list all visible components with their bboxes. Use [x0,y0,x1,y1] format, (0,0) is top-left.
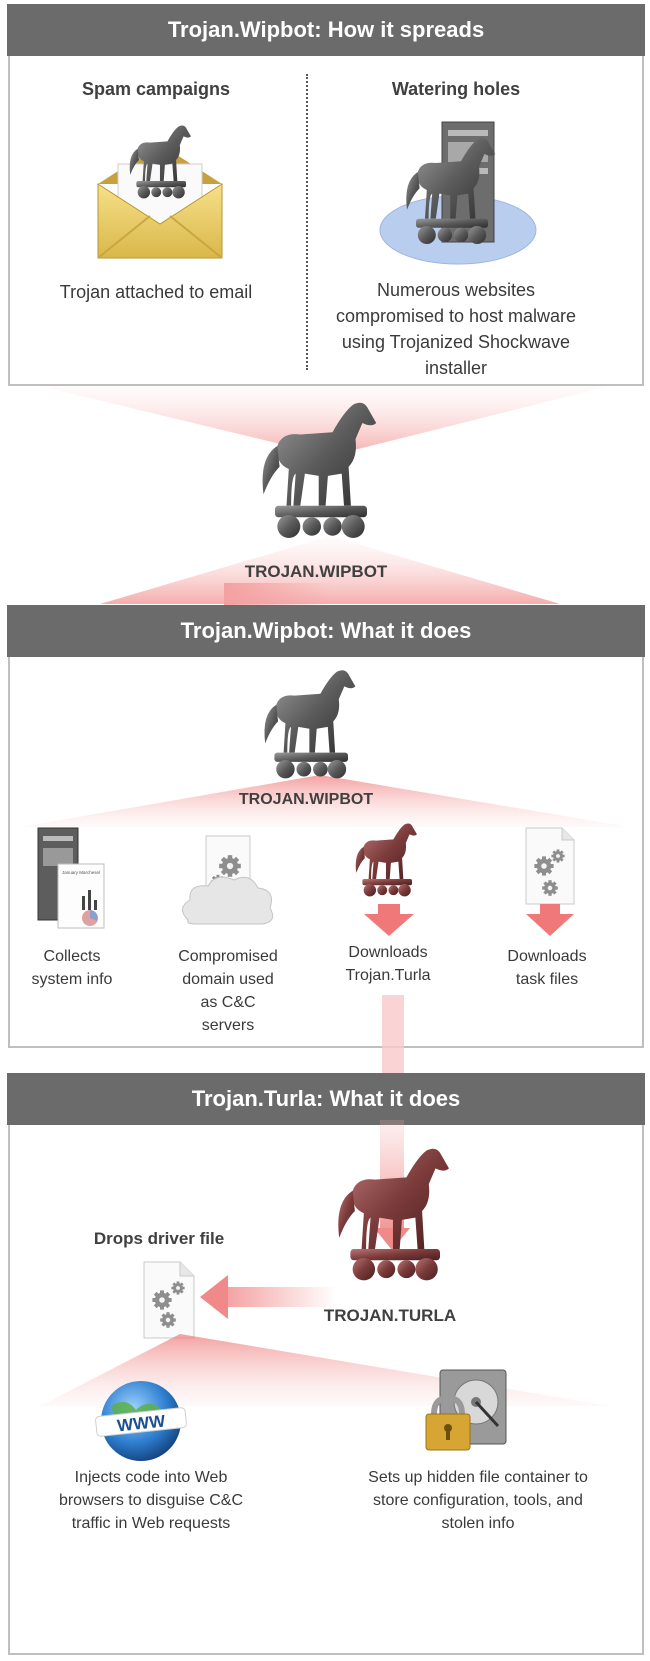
drops-heading: Drops driver file [64,1227,254,1250]
wipbot-small-label: TROJAN.WIPBOT [190,791,422,809]
item-domain-line: domain used [162,968,294,991]
item-domain-line: servers [162,1014,294,1037]
container-line: Sets up hidden file container to [330,1466,626,1489]
container-line: store configuration, tools, and [330,1489,626,1512]
item-tasks-line: Downloads [482,945,612,968]
watering-caption-line: Numerous websites [316,277,596,303]
wipbot-center-label: TROJAN.WIPBOT [200,562,432,582]
container-label: Sets up hidden file container to store c… [330,1466,626,1535]
item-collects-line: system info [10,968,134,991]
www-globe-icon: WWW [96,1376,186,1466]
spread-header: Trojan.Wipbot: How it spreads [7,4,645,56]
spread-title: Trojan.Wipbot: How it spreads [168,17,484,43]
wipbot-horse-icon [254,400,384,550]
spam-heading: Spam campaigns [20,76,292,102]
column-divider [306,74,308,370]
watering-caption-line: compromised to host malware [316,303,596,329]
turla-left-arrow [198,1272,338,1322]
watering-caption: Numerous websites compromised to host ma… [316,277,596,381]
report-doc-title: January Marchesel [62,870,100,875]
driver-file-icon [140,1260,200,1340]
drops-arrow [198,1570,338,1622]
cloud-gear-icon [178,834,278,934]
gear-file-icon [520,826,580,938]
wipbot-header: Trojan.Wipbot: What it does [7,605,645,657]
watering-heading: Watering holes [320,76,592,102]
item-tasks-label: Downloads task files [482,945,612,991]
item-collects-label: Collects system info [10,945,134,991]
turla-header: Trojan.Turla: What it does [7,1073,645,1125]
injects-line: browsers to disguise C&C [40,1489,262,1512]
item-domain-line: as C&C [162,991,294,1014]
item-turla-line: Downloads [322,941,454,964]
item-tasks-line: task files [482,968,612,991]
locked-hard-drive-icon [420,1368,510,1458]
item-domain-line: Compromised [162,945,294,968]
watering-caption-line: using Trojanized Shockwave [316,329,596,355]
injects-label: Injects code into Web browsers to disgui… [40,1466,262,1535]
item-turla-line: Trojan.Turla [322,964,454,987]
server-horse-icon [378,118,538,268]
wipbot-title: Trojan.Wipbot: What it does [181,618,472,644]
container-line: stolen info [330,1512,626,1535]
red-horse-icon [354,822,424,942]
turla-horse-icon [330,1146,460,1296]
item-collects-line: Collects [10,945,134,968]
email-horse-icon [90,124,230,264]
turla-title: Trojan.Turla: What it does [192,1086,461,1112]
server-report-icon: January Marchesel [34,826,114,936]
injects-line: traffic in Web requests [40,1512,262,1535]
item-domain-label: Compromised domain used as C&C servers [162,945,294,1037]
injects-line: Injects code into Web [40,1466,262,1489]
spam-caption: Trojan attached to email [20,279,292,305]
item-turla-label: Downloads Trojan.Turla [322,941,454,987]
watering-caption-line: installer [316,355,596,381]
wipbot-small-horse-icon [262,672,362,792]
